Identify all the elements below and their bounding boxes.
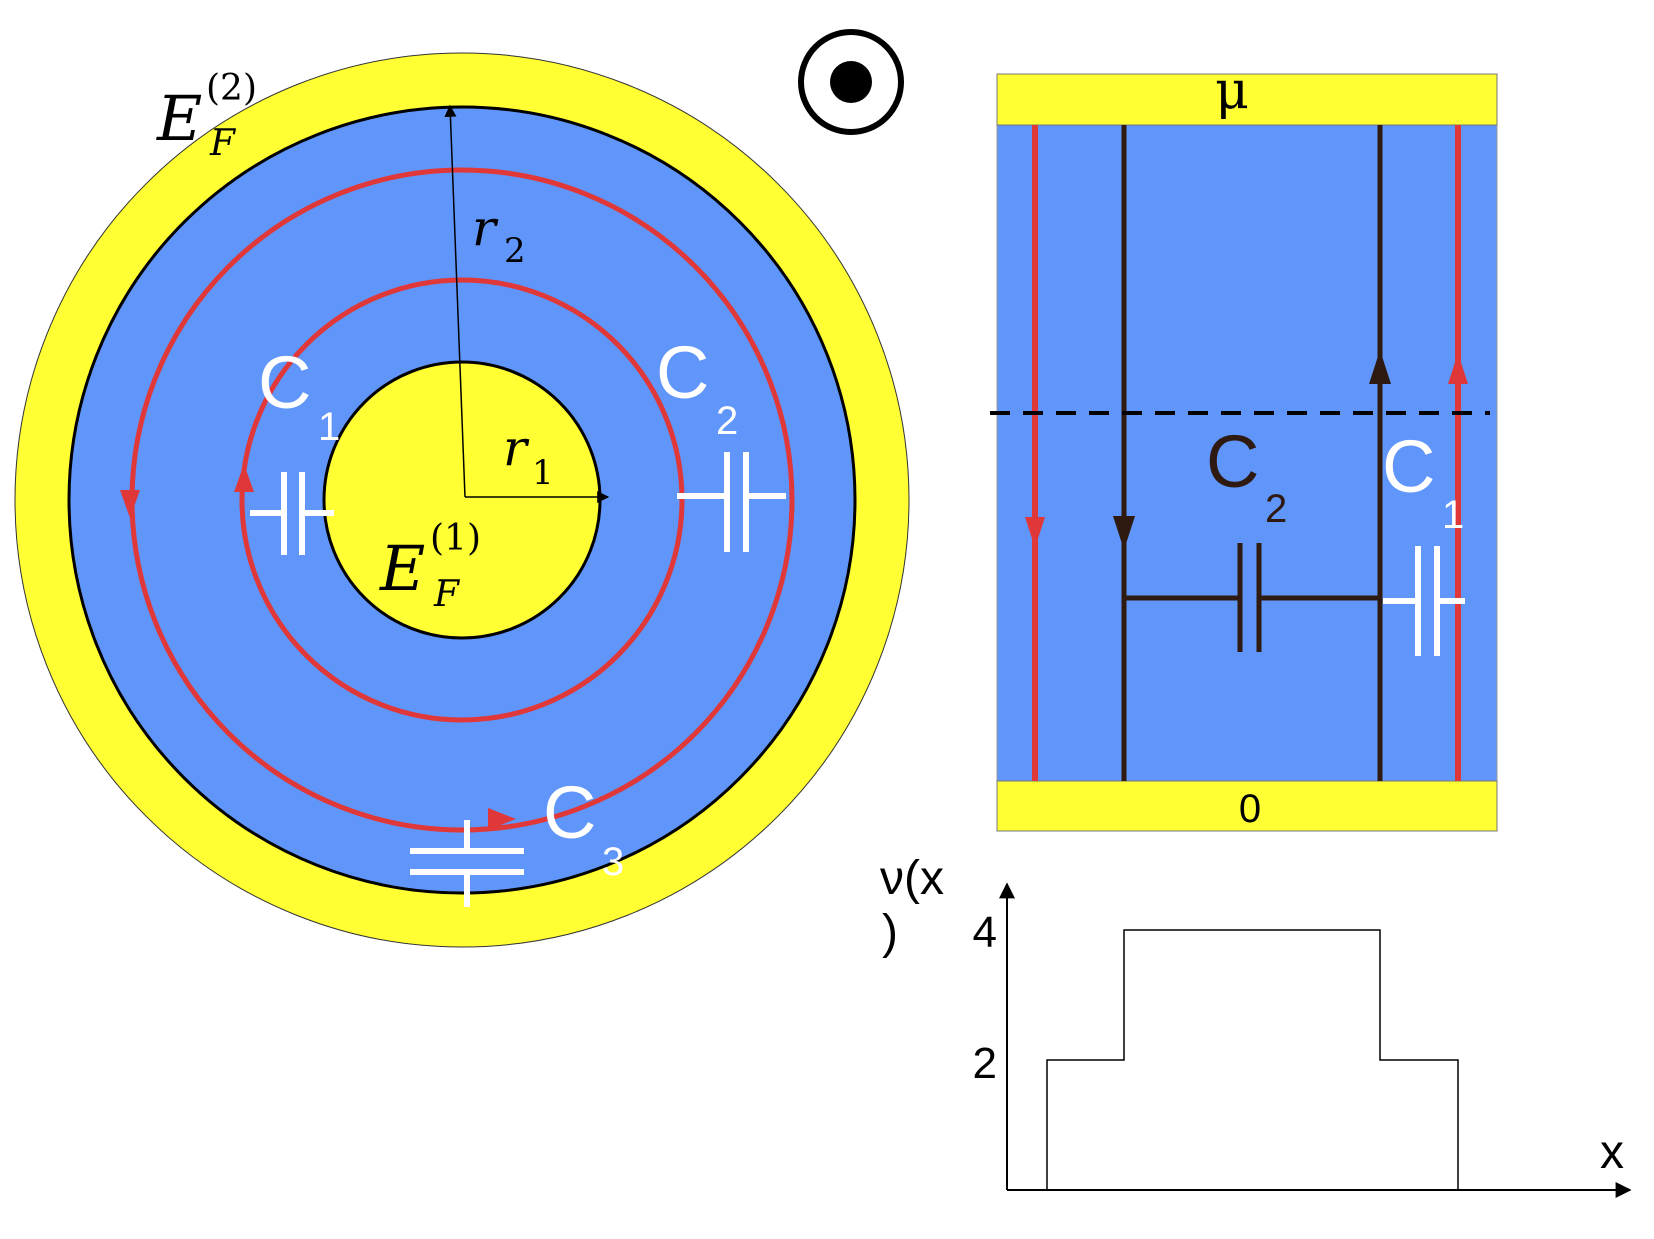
left-red-channel-arrow xyxy=(1025,517,1045,548)
x-axis-label: x xyxy=(1600,1126,1624,1179)
inner-channel-arrow-left xyxy=(234,464,254,492)
c2-disk-sub: 2 xyxy=(716,399,738,443)
capacitor-c2-strip xyxy=(1124,543,1380,652)
inner-fermi-energy-label: E xyxy=(379,532,425,605)
corbino-disk: E F (2) E F (1) r 1 r 2 C 1 C 2 C 3 xyxy=(14,52,910,948)
bottom-contact xyxy=(996,780,1498,832)
c1-strip-sub: 1 xyxy=(1442,493,1464,537)
right-red-channel-arrow xyxy=(1448,353,1468,384)
y-tick-label-4: 4 xyxy=(973,908,997,957)
left-dark-channel-arrow xyxy=(1113,516,1135,550)
top-contact-label: μ xyxy=(1215,61,1249,121)
inner-fermi-energy-sup: (1) xyxy=(430,518,481,559)
strip-blue-region xyxy=(996,122,1498,784)
right-dark-channel-arrow xyxy=(1369,350,1391,384)
bottom-contact-label: 0 xyxy=(1239,787,1261,831)
y-axis-label-line2: ) xyxy=(882,906,898,959)
capacitor-c1-strip xyxy=(1383,546,1465,656)
capacitor-c1-disk xyxy=(250,472,334,555)
r1-label: r xyxy=(503,419,530,477)
c2-strip-sub: 2 xyxy=(1265,487,1287,531)
outer-fermi-energy-sub: F xyxy=(209,123,237,164)
hall-bar: μ 0 C 2 C 1 xyxy=(990,61,1498,832)
outer-fermi-energy-sup: (2) xyxy=(206,68,257,109)
filling-factor-plot: ν(x ) x 4 2 xyxy=(880,852,1632,1198)
capacitor-c2-disk xyxy=(677,452,786,552)
y-tick-label-2: 2 xyxy=(973,1039,997,1088)
out-of-plane-field-icon xyxy=(798,29,904,135)
r2-sub: 2 xyxy=(504,231,526,271)
y-axis-label-line1: ν(x xyxy=(880,852,944,905)
inner-fermi-energy-sub: F xyxy=(433,574,461,615)
c3-disk-sub: 3 xyxy=(602,840,624,884)
outer-fermi-energy-label: E xyxy=(156,82,202,155)
c2-disk-label: C xyxy=(656,331,709,414)
filling-factor-profile xyxy=(1046,929,1459,1190)
c3-disk-label: C xyxy=(543,771,596,854)
outer-channel-arrow-left xyxy=(120,490,140,518)
r2-arrow xyxy=(444,104,466,498)
top-contact xyxy=(996,73,1498,126)
outer-channel-arrow-bottom xyxy=(488,808,516,830)
r1-sub: 1 xyxy=(532,453,554,493)
c2-strip-label: C xyxy=(1206,420,1259,503)
capacitor-c3-disk xyxy=(410,820,524,907)
c1-disk-sub: 1 xyxy=(318,405,340,449)
c1-disk-label: C xyxy=(258,341,311,424)
r2-label: r xyxy=(472,199,499,257)
inner-edge-channel xyxy=(239,277,685,723)
c1-strip-label: C xyxy=(1382,425,1435,508)
